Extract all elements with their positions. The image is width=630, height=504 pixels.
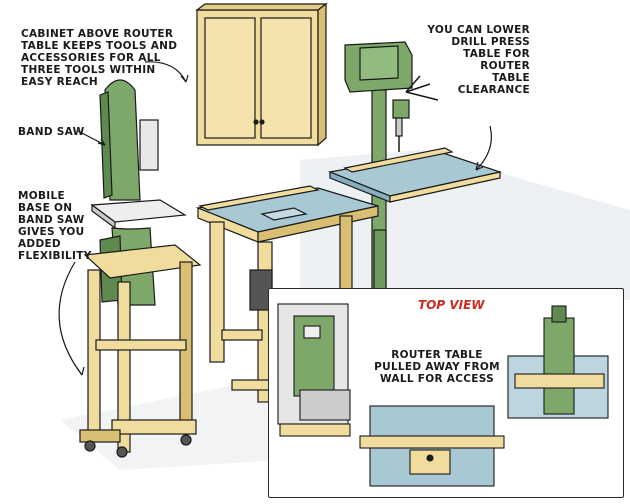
mobile-base-callout: MOBILE BASE ON BAND SAW GIVES YOU ADDED …	[18, 190, 92, 262]
drill-press-callout: YOU CAN LOWER DRILL PRESS TABLE FOR ROUT…	[427, 24, 530, 96]
top-view-title: TOP VIEW	[418, 298, 485, 312]
band-saw-callout: BAND SAW	[18, 126, 85, 138]
router-table-callout: ROUTER TABLE PULLED AWAY FROM WALL FOR A…	[374, 349, 500, 385]
drill-press-table	[327, 147, 503, 203]
cabinet-callout: CABINET ABOVE ROUTER TABLE KEEPS TOOLS A…	[21, 28, 178, 88]
drill-press	[344, 41, 439, 301]
band-saw	[79, 79, 202, 458]
wall-cabinet	[195, 2, 328, 147]
leader-lines	[58, 61, 492, 376]
